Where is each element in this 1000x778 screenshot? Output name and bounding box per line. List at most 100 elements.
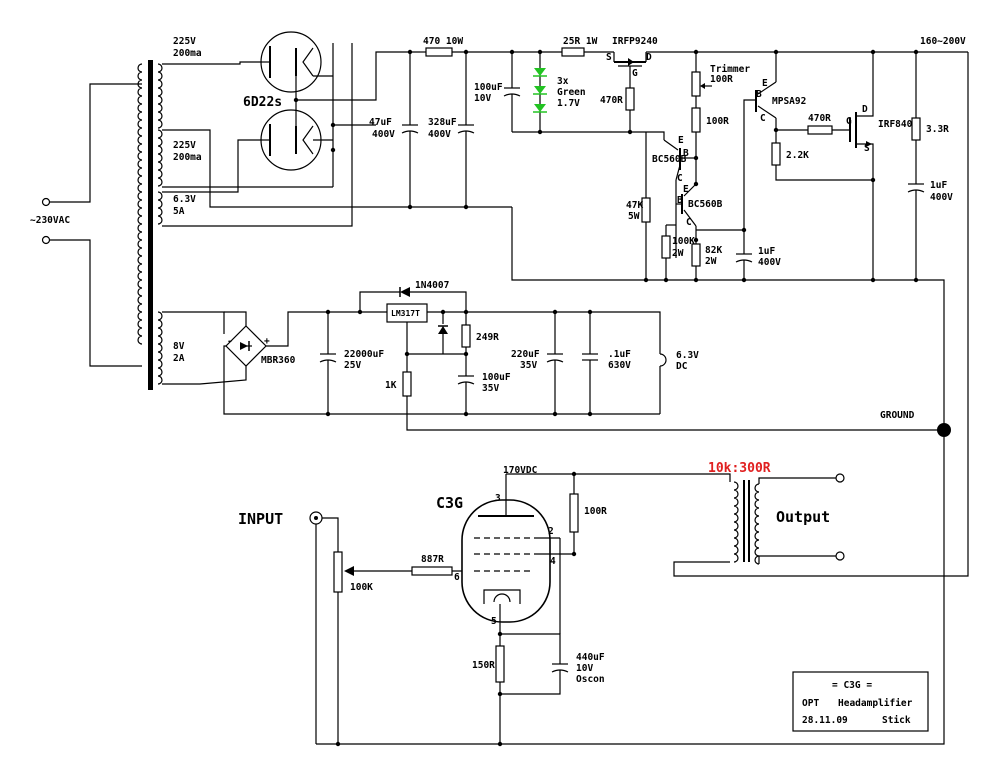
resistor-150r (495, 645, 505, 683)
r25-label: 25R 1W (563, 36, 598, 47)
irf840-label: IRF840 (878, 119, 913, 130)
tube-label: C3G (436, 494, 463, 512)
rectifier-tube-top (260, 31, 334, 187)
title-line1: = C3G = (832, 680, 872, 691)
pot-label: 100K (350, 582, 373, 593)
c1u-b-voltage: 400V (930, 192, 953, 203)
c1u-b-label: 1uF (930, 180, 947, 191)
sec3-current: 5A (173, 206, 185, 217)
b-plus-label: 170VDC (503, 465, 538, 476)
resistor-25r-1w (561, 47, 585, 57)
pin2-label: 2 (548, 526, 554, 537)
c328-label: 328uF (428, 117, 457, 128)
r47k-watt: 5W (628, 211, 640, 222)
resistor-100r (691, 107, 701, 133)
resistor-470r-b (807, 125, 833, 135)
mpsa-e: E (762, 78, 768, 89)
sec2-voltage: 225V (173, 140, 196, 151)
c47-voltage: 400V (372, 129, 395, 140)
c22000-voltage: 25V (344, 360, 361, 371)
c01-label: .1uF (608, 349, 631, 360)
sec4-voltage: 8V (173, 341, 185, 352)
c100b-label: 100uF (482, 372, 511, 383)
irf840-d: D (862, 104, 868, 115)
cap-100uf-10v (503, 52, 521, 132)
mpsa-label: MPSA92 (772, 96, 806, 107)
output-label: Output (776, 508, 830, 526)
c440-voltage: 10V (576, 663, 593, 674)
c440-label: 440uF (576, 652, 605, 663)
resistor-887r (411, 566, 453, 576)
c100b-voltage: 35V (482, 383, 499, 394)
q2-e: E (683, 184, 689, 195)
resistor-47k (641, 197, 651, 223)
mpsa-b: B (756, 89, 762, 100)
ac-input-label: ~230VAC (30, 215, 70, 226)
r100k-label: 100K (672, 236, 695, 247)
trimmer-label: Trimmer (710, 64, 750, 75)
mosfet-irf840 (849, 52, 874, 280)
rectifier-label: 6D22s (243, 95, 282, 110)
trimmer-value: 100R (710, 74, 733, 85)
r100k-watt: 2W (672, 248, 684, 259)
sec1-voltage: 225V (173, 36, 196, 47)
irfp-d: D (646, 52, 652, 63)
mains-transformer (137, 60, 163, 390)
led-voltage: 1.7V (557, 98, 580, 109)
lm317-label: LM317T (391, 309, 420, 318)
irfp-s: S (606, 52, 612, 63)
c100-voltage: 10V (474, 93, 491, 104)
heater-out-type: DC (676, 361, 688, 372)
r82k-watt: 2W (705, 256, 717, 267)
r470-gate-label: 470R (600, 95, 623, 106)
cap-328uf (457, 52, 475, 207)
pin5-label: 5 (491, 616, 497, 627)
irfp9240-label: IRFP9240 (612, 36, 658, 47)
resistor-1k (402, 371, 412, 397)
c328-voltage: 400V (428, 129, 451, 140)
irf840-g: G (846, 116, 852, 127)
led-string (533, 68, 547, 113)
r3r3-label: 3.3R (926, 124, 949, 135)
sec3-voltage: 6.3V (173, 194, 196, 205)
heater-out-voltage: 6.3V (676, 350, 699, 361)
bc1-label: BC560B (652, 154, 687, 165)
r100-label: 100R (706, 116, 729, 127)
resistor-100r-anode (569, 493, 579, 533)
r47k-label: 47K (626, 200, 643, 211)
c1u-a-label: 1uF (758, 246, 775, 257)
ground-node (937, 423, 951, 437)
otp-ratio: 10k:300R (708, 461, 771, 476)
c220-voltage: 35V (520, 360, 537, 371)
mpsa-c: C (760, 113, 766, 124)
led-color: Green (557, 87, 586, 98)
bridge-minus: - (227, 336, 233, 347)
diode-label: 1N4007 (415, 280, 449, 291)
ground-label: GROUND (880, 410, 915, 421)
sec4-current: 2A (173, 353, 185, 364)
input-label: INPUT (238, 510, 283, 528)
resistor-470-10w (425, 47, 453, 57)
title-line2b: Headamplifier (838, 698, 913, 709)
volume-pot (333, 551, 343, 593)
q1-e: E (678, 135, 684, 146)
heater-load-icon (659, 353, 667, 367)
led-icon (534, 68, 546, 76)
c1u-a-voltage: 400V (758, 257, 781, 268)
r249-label: 249R (476, 332, 499, 343)
resistor-2k2 (771, 142, 781, 166)
c22000-label: 22000uF (344, 349, 384, 360)
output-transformer (733, 480, 760, 565)
sec2-current: 200ma (173, 152, 202, 163)
irf840-s: S (864, 143, 870, 154)
r470b-label: 470R (808, 113, 831, 124)
q2-b: B (677, 195, 683, 206)
c440-type: Oscon (576, 674, 605, 685)
title-line2a: OPT (802, 698, 819, 709)
cap-47uf (401, 52, 419, 207)
q2-c: C (686, 217, 692, 228)
ac-input: ~230VAC (30, 83, 142, 367)
resistor-3r3 (911, 117, 921, 141)
r2k2-label: 2.2K (786, 150, 809, 161)
